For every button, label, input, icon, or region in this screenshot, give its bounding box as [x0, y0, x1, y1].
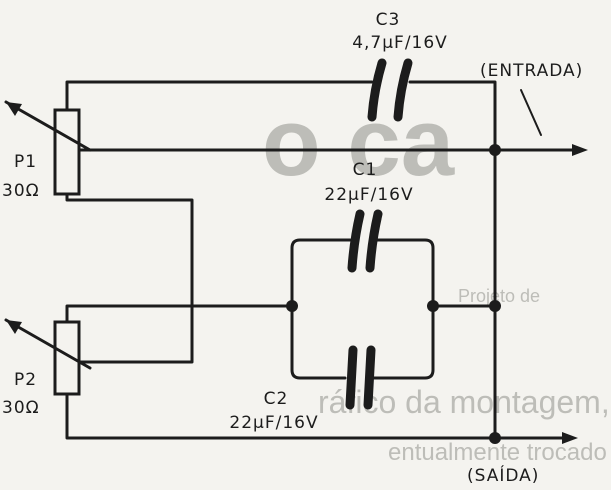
p1-name: P1 — [14, 152, 37, 172]
c1-value: 22µF/16V — [324, 185, 413, 205]
wire-p2-node — [65, 304, 294, 324]
c1-name: C1 — [353, 160, 378, 180]
wire-p1-p2 — [65, 192, 194, 364]
c1-plate-right — [365, 209, 383, 273]
c2-plate-right — [363, 345, 376, 410]
wire-c1-right — [375, 238, 435, 308]
p2-name: P2 — [14, 370, 37, 390]
bleed-line-2: entualmente trocado caso os rese — [388, 439, 611, 466]
junctions — [286, 144, 501, 444]
junction-rail-mid — [489, 300, 501, 312]
p2-adjust-arrow — [4, 318, 92, 370]
wire-output — [65, 392, 574, 440]
c2-name: C2 — [264, 389, 289, 409]
bleed-heading: o ca — [262, 89, 455, 196]
wire-c2-right — [370, 304, 435, 380]
junction-input-rail — [489, 144, 501, 156]
output-arrow-icon — [562, 432, 578, 444]
wires — [65, 80, 582, 440]
bleed-caption: Projeto de — [458, 286, 540, 306]
wire-right-rail — [408, 80, 497, 440]
input-leader — [520, 89, 542, 136]
input-label: (ENTRADA) — [480, 61, 583, 81]
junction-right — [427, 300, 439, 312]
junction-output — [489, 432, 501, 444]
p2-value: 30Ω — [2, 398, 40, 418]
c3-name: C3 — [376, 10, 401, 30]
input-terminal-icon — [572, 144, 588, 156]
c3-value: 4,7µF/16V — [352, 33, 448, 53]
bleed-line-1: ráfico da montagem, devend — [318, 384, 611, 420]
p2-arrow-head-icon — [6, 320, 22, 334]
c2-plate-left — [345, 345, 358, 410]
c3-plate-right — [393, 58, 413, 122]
wire-c2-left — [290, 304, 347, 380]
p1-resistor-body — [53, 108, 81, 196]
c1-plate-left — [347, 209, 365, 273]
wire-c3-left — [65, 80, 374, 112]
p1-value: 30Ω — [2, 181, 40, 201]
component-labels: C3 4,7µF/16V C1 22µF/16V C2 22µF/16V P1 … — [2, 10, 583, 486]
junction-left — [286, 300, 298, 312]
p1-adjust-arrow — [4, 100, 92, 152]
p1-arrow-head-icon — [6, 102, 22, 116]
bleed-through-text: o ca Projeto de ráfico da montagem, deve… — [262, 89, 611, 466]
capacitor-plates — [345, 58, 413, 410]
output-label: (SAÍDA) — [467, 464, 539, 486]
c2-value: 22µF/16V — [229, 413, 318, 433]
wire-c1-left — [290, 238, 352, 308]
pot-adjust-arrows — [4, 100, 92, 370]
c3-plate-left — [367, 58, 387, 122]
